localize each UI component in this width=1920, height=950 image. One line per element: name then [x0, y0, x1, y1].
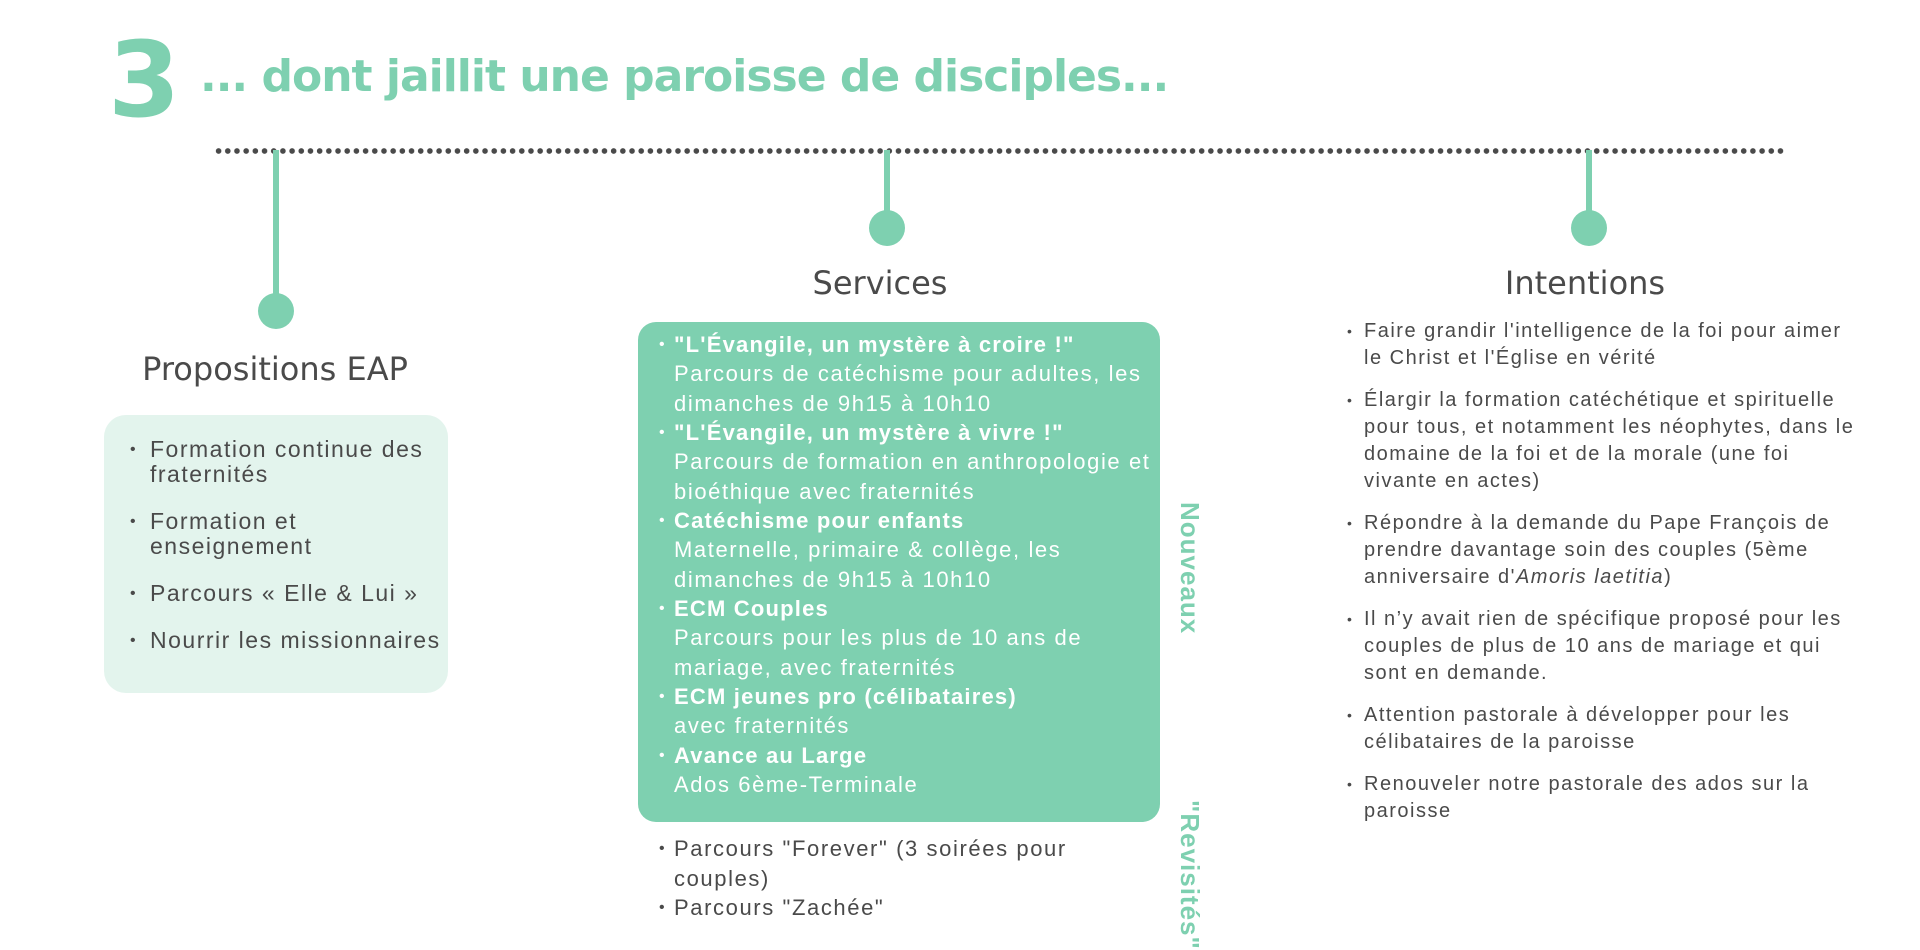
- eap-heading: Propositions EAP: [142, 350, 408, 388]
- list-item: "L'Évangile, un mystère à croire !" Parc…: [659, 330, 1160, 418]
- list-item: Nourrir les missionnaires: [130, 628, 448, 654]
- service-title: Catéchisme pour enfants: [674, 508, 965, 533]
- list-item: Renouveler notre pastorale des ados sur …: [1347, 771, 1864, 825]
- service-description: Parcours pour les plus de 10 ans de mari…: [674, 625, 1083, 680]
- list-item: ECM Couples Parcours pour les plus de 10…: [659, 594, 1160, 682]
- services-nouveaux-list: "L'Évangile, un mystère à croire !" Parc…: [638, 322, 1160, 799]
- list-item: "L'Évangile, un mystère à vivre !" Parco…: [659, 418, 1160, 506]
- intentions-connector-stem: [1586, 150, 1592, 220]
- revisites-label: "Revisités": [1175, 800, 1205, 950]
- page-title: ... dont jaillit une paroisse de discipl…: [200, 51, 1169, 102]
- list-item: Faire grandir l'intelligence de la foi p…: [1347, 318, 1864, 372]
- service-description: Parcours de formation en anthropologie e…: [674, 449, 1151, 504]
- service-title: "L'Évangile, un mystère à vivre !": [674, 420, 1064, 445]
- list-item: Formation continue des fraternités: [130, 437, 448, 487]
- services-revisites-list: Parcours "Forever" (3 soirées pour coupl…: [659, 834, 1144, 923]
- service-description: avec fraternités: [674, 713, 851, 738]
- list-item: Il n’y avait rien de spécifique proposé …: [1347, 606, 1864, 687]
- service-description: Parcours de catéchisme pour adultes, les…: [674, 361, 1142, 416]
- services-connector-stem: [884, 150, 890, 220]
- intention-text: Répondre à la demande du Pape François d…: [1364, 512, 1831, 588]
- eap-panel: Formation continue des fraternités Forma…: [104, 415, 448, 693]
- dotted-timeline: [214, 148, 1784, 154]
- list-item: ECM jeunes pro (célibataires) avec frate…: [659, 682, 1160, 741]
- services-nouveaux-panel: "L'Évangile, un mystère à croire !" Parc…: [638, 322, 1160, 822]
- nouveaux-label: Nouveaux: [1175, 502, 1205, 635]
- eap-list: Formation continue des fraternités Forma…: [104, 415, 448, 654]
- list-item: Catéchisme pour enfants Maternelle, prim…: [659, 506, 1160, 594]
- service-title: ECM Couples: [674, 596, 829, 621]
- service-title: Avance au Large: [674, 742, 868, 768]
- service-title: "L'Évangile, un mystère à croire !": [674, 332, 1075, 357]
- eap-connector-knob: [258, 293, 294, 329]
- list-item: Parcours "Zachée": [659, 893, 1144, 923]
- list-item: Avance au Large Ados 6ème-Terminale: [659, 741, 1160, 800]
- section-number: 3: [108, 19, 180, 141]
- service-description: Maternelle, primaire & collège, les dima…: [674, 537, 1062, 592]
- service-description: Ados 6ème-Terminale: [674, 771, 919, 797]
- book-title: Amoris laetitia: [1515, 566, 1665, 588]
- intentions-heading: Intentions: [1504, 264, 1666, 302]
- list-item: Formation et enseignement: [130, 509, 448, 559]
- services-heading: Services: [812, 264, 948, 302]
- service-title: ECM jeunes pro (célibataires): [674, 684, 1017, 709]
- intentions-connector-knob: [1571, 210, 1607, 246]
- intentions-list: Faire grandir l'intelligence de la foi p…: [1347, 318, 1864, 840]
- list-item: Parcours "Forever" (3 soirées pour coupl…: [659, 834, 1144, 893]
- intention-text-end: ): [1664, 566, 1673, 588]
- list-item: Répondre à la demande du Pape François d…: [1347, 510, 1864, 591]
- list-item: Attention pastorale à développer pour le…: [1347, 702, 1864, 756]
- eap-connector-stem: [273, 150, 279, 300]
- services-connector-knob: [869, 210, 905, 246]
- list-item: Parcours « Elle & Lui »: [130, 581, 448, 607]
- list-item: Élargir la formation catéchétique et spi…: [1347, 387, 1864, 495]
